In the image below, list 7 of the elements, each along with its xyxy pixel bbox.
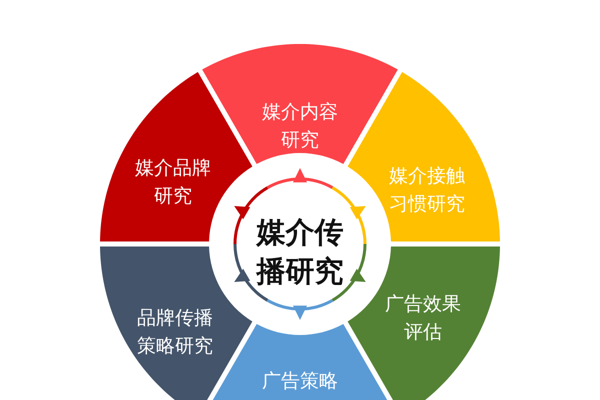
segment-label: 广告效果评估 [384, 292, 462, 345]
segment-label: 品牌传播策略研究 [136, 306, 214, 359]
segment-label: 媒介品牌研究 [134, 156, 212, 209]
hub-label: 媒介传播研究 [254, 214, 344, 290]
segment-label: 媒介内容研究 [261, 100, 339, 153]
segment-label: 媒介接触习惯研究 [388, 164, 466, 217]
segment-label: 广告策略 [261, 369, 339, 394]
